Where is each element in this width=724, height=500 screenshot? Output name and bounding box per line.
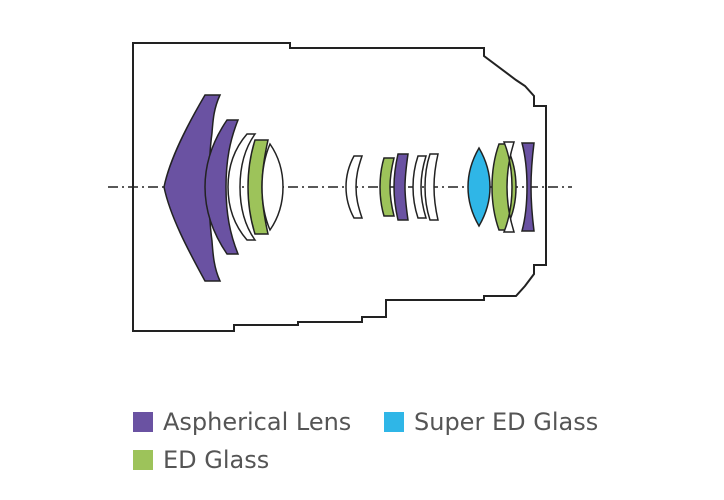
- legend-label-aspherical: Aspherical Lens: [163, 408, 352, 436]
- legend-item-super-ed: Super ED Glass: [384, 408, 598, 436]
- super-ed-swatch-icon: [384, 412, 404, 432]
- lens-barrel-outline: [132, 42, 547, 332]
- element-1-aspherical: [163, 94, 222, 282]
- element-7-ed: [379, 157, 395, 217]
- aspherical-swatch-icon: [133, 412, 153, 432]
- element-11-super-ed: [467, 146, 491, 228]
- element-8-aspherical: [393, 153, 409, 221]
- element-6-clear: [345, 155, 364, 219]
- element-2-aspherical: [204, 119, 240, 255]
- legend-item-ed: ED Glass: [133, 446, 269, 474]
- legend-item-aspherical: Aspherical Lens: [133, 408, 351, 436]
- element-13-clear: [502, 141, 516, 233]
- element-9-clear: [412, 155, 428, 219]
- ed-swatch-icon: [133, 450, 153, 470]
- legend-label-ed: ED Glass: [163, 446, 270, 474]
- element-5-clear: [261, 142, 284, 232]
- lens-construction-diagram: [108, 42, 572, 332]
- lens-elements: [163, 94, 535, 282]
- legend-label-super-ed: Super ED Glass: [414, 408, 599, 436]
- element-14-aspherical: [521, 142, 535, 232]
- element-3-clear: [227, 133, 257, 241]
- element-10-clear: [424, 153, 439, 221]
